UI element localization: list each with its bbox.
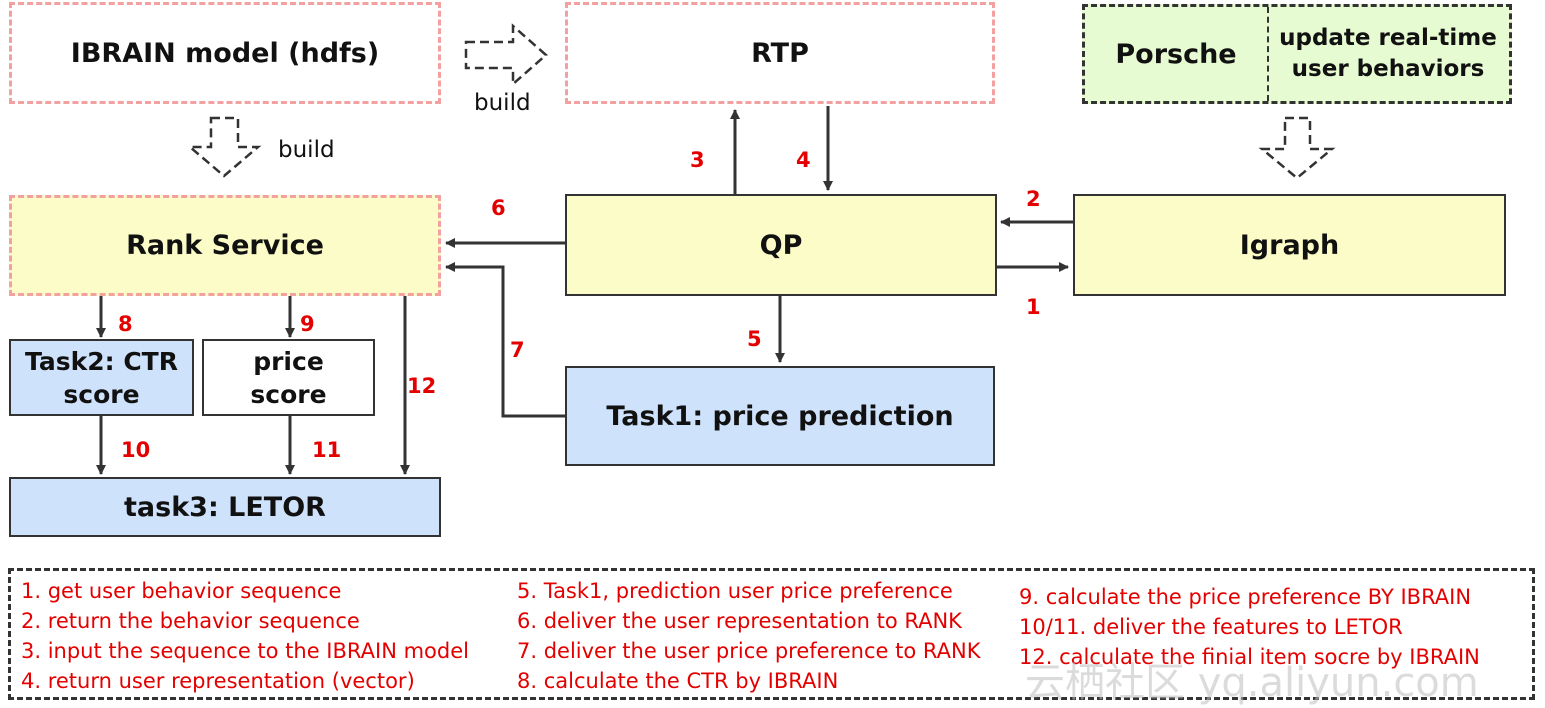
step-number-3: 3 bbox=[690, 148, 705, 172]
legend-item-7: 7. deliver the user price preference to … bbox=[517, 639, 981, 663]
legend-item-10: 10/11. deliver the features to LETOR bbox=[1019, 615, 1403, 639]
igraph-label: Igraph bbox=[1239, 229, 1340, 261]
step-number-4: 4 bbox=[796, 148, 811, 172]
step-number-11: 11 bbox=[312, 438, 342, 462]
task1-label: Task1: price prediction bbox=[606, 400, 954, 432]
build-arrow-right bbox=[464, 23, 548, 87]
price-score-label: price score bbox=[250, 346, 327, 409]
legend-item-11: 12. calculate the finial item socre by I… bbox=[1019, 645, 1480, 669]
qp-node: QP bbox=[565, 194, 997, 296]
qp-label: QP bbox=[759, 229, 803, 261]
ibrain-model-label: IBRAIN model (hdfs) bbox=[70, 37, 380, 69]
legend-item-6: 6. deliver the user representation to RA… bbox=[517, 609, 962, 633]
legend-item-2: 2. return the behavior sequence bbox=[21, 609, 360, 633]
legend-box: 1. get user behavior sequence 2. return … bbox=[8, 568, 1535, 700]
rtp-node: RTP bbox=[565, 2, 995, 104]
build-label-down: build bbox=[278, 137, 335, 163]
step-number-9: 9 bbox=[300, 312, 315, 336]
step-number-10: 10 bbox=[121, 438, 151, 462]
legend-item-5: 5. Task1, prediction user price preferen… bbox=[517, 579, 953, 603]
task3-label: task3: LETOR bbox=[124, 491, 326, 523]
rank-service-label: Rank Service bbox=[126, 230, 324, 261]
porsche-node: Porsche update real-time user behaviors bbox=[1082, 4, 1512, 104]
porsche-note-label: update real-time user behaviors bbox=[1279, 25, 1497, 82]
task2-ctr-node: Task2: CTR score bbox=[9, 339, 194, 416]
build-arrow-down bbox=[186, 116, 262, 178]
legend-item-3: 3. input the sequence to the IBRAIN mode… bbox=[21, 639, 469, 663]
ibrain-model-node: IBRAIN model (hdfs) bbox=[9, 2, 441, 104]
task3-letor-node: task3: LETOR bbox=[9, 477, 441, 537]
step-number-5: 5 bbox=[747, 327, 762, 351]
legend-item-8: 8. calculate the CTR by IBRAIN bbox=[517, 669, 839, 693]
step-number-7: 7 bbox=[510, 338, 525, 362]
step-number-1: 1 bbox=[1026, 295, 1041, 319]
step-number-6: 6 bbox=[491, 196, 506, 220]
step-number-2: 2 bbox=[1026, 187, 1041, 211]
task2-ctr-label: Task2: CTR score bbox=[25, 346, 178, 409]
igraph-node: Igraph bbox=[1073, 194, 1506, 296]
arrow-7 bbox=[445, 262, 565, 418]
build-label-right: build bbox=[474, 90, 531, 116]
watermark: 云栖社区 yq.aliyun.com bbox=[1025, 660, 1479, 706]
porsche-label: Porsche bbox=[1115, 38, 1237, 70]
task1-price-prediction-node: Task1: price prediction bbox=[565, 366, 995, 466]
legend-item-1: 1. get user behavior sequence bbox=[21, 579, 342, 603]
step-number-12: 12 bbox=[407, 374, 437, 398]
legend-item-9: 9. calculate the price preference BY IBR… bbox=[1019, 585, 1472, 609]
porsche-divider bbox=[1267, 7, 1269, 101]
rtp-label: RTP bbox=[751, 37, 809, 69]
step-number-8: 8 bbox=[118, 312, 133, 336]
legend-item-4: 4. return user representation (vector) bbox=[21, 669, 415, 693]
price-score-node: price score bbox=[202, 339, 375, 416]
rank-service-node: Rank Service bbox=[9, 195, 441, 296]
porsche-arrow-down bbox=[1258, 116, 1336, 180]
